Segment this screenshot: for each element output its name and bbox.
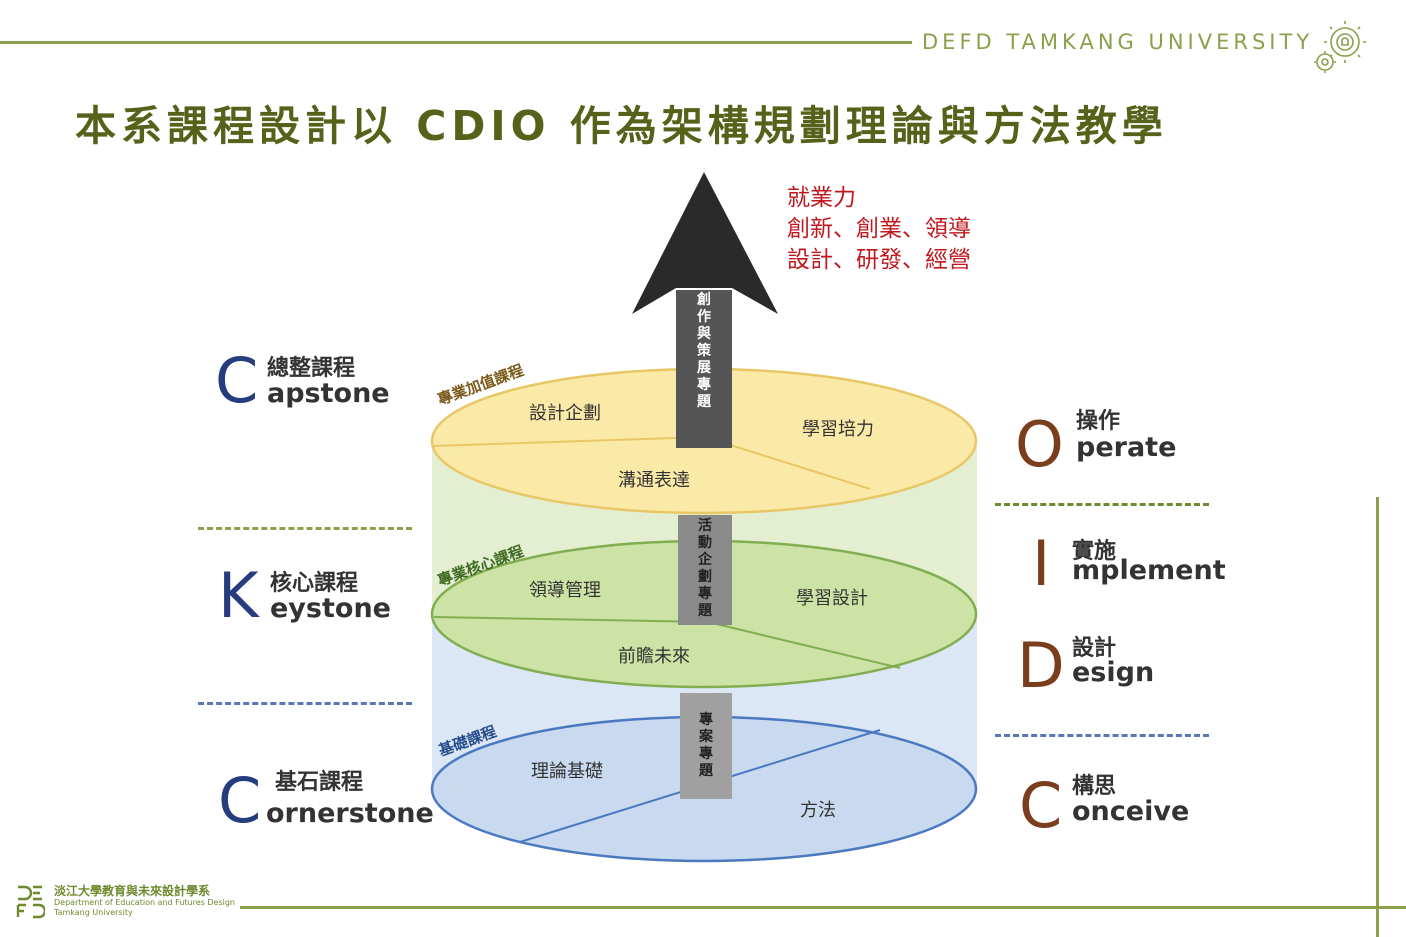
letter-c-cornerstone: C: [218, 764, 262, 837]
arrow-label-top: 創 作 與 策 展 專 題: [696, 291, 712, 410]
department-logo-icon: [16, 885, 45, 919]
segment-communication: 溝通表達: [618, 470, 690, 491]
letter-c-capstone: C: [215, 344, 259, 417]
design-zh: 設計: [1072, 636, 1117, 661]
layer-middle-divider-1: [433, 616, 709, 623]
conceive-zh: 構思: [1072, 774, 1117, 799]
page-title: 本系課程設計以 CDIO 作為架構規劃理論與方法教學: [75, 102, 1168, 150]
conceive-en: onceive: [1072, 796, 1190, 827]
arrow-char: 專: [699, 711, 713, 728]
segment-learning-empowerment: 學習培力: [802, 419, 874, 440]
arrow-label-middle: 活 動 企 劃 專 題: [697, 517, 713, 619]
operate-zh: 操作: [1076, 409, 1121, 434]
divider-right-1: [995, 503, 1209, 506]
arrow-char: 題: [698, 603, 713, 619]
keystone-en: eystone: [270, 593, 391, 624]
implement-en: mplement: [1072, 555, 1226, 586]
footer-rule: [240, 906, 1406, 909]
arrow-head: [632, 172, 778, 314]
arrow-char: 專: [699, 745, 713, 762]
department-name: 淡江大學教育與未來設計學系 Department of Education an…: [54, 884, 235, 918]
segment-learning-design: 學習設計: [796, 588, 868, 609]
university-name: Tamkang University: [54, 908, 133, 917]
outcomes-block: 就業力 創新、創業、領導 設計、研發、經營: [787, 183, 971, 276]
outcome-innovation: 創新、創業、領導: [787, 216, 971, 242]
divider-left-1: [198, 527, 412, 530]
arrow-char: 企: [697, 551, 713, 568]
arrow-char: 作: [697, 308, 711, 325]
letter-d-design: D: [1017, 629, 1065, 702]
arrow-segment-middle: [678, 515, 732, 625]
arrow-char: 展: [697, 360, 711, 376]
frame-right-rule: [1376, 497, 1379, 937]
layer-middle-divider-2: [707, 621, 901, 669]
divider-left-2: [198, 702, 412, 705]
implement-zh: 實施: [1072, 539, 1117, 564]
department-name-en: Department of Education and Futures Desi…: [54, 898, 235, 907]
arrow-char: 專: [697, 376, 711, 393]
segment-method: 方法: [800, 800, 836, 821]
design-en: esign: [1072, 657, 1155, 688]
arrow-char: 與: [697, 325, 711, 342]
capstone-en: apstone: [267, 378, 390, 409]
capstone-zh: 總整課程: [267, 356, 356, 381]
arrow-char: 策: [696, 342, 712, 359]
arrow-char: 創: [696, 291, 711, 308]
outcome-design: 設計、研發、經營: [787, 247, 971, 273]
arrow-char: 活: [698, 517, 712, 534]
arrow-char: 專: [698, 585, 712, 602]
arrow-shaft-top: [676, 290, 732, 448]
segment-leadership: 領導管理: [529, 580, 601, 601]
divider-right-2: [995, 734, 1209, 737]
arrow-char: 案: [698, 728, 714, 745]
letter-i-implement: I: [1032, 527, 1051, 600]
layer-top-divider-2: [704, 436, 871, 490]
header-rule: [0, 41, 912, 44]
arrow-segment-bottom: [680, 693, 732, 799]
segment-futures: 前瞻未來: [618, 646, 690, 667]
letter-c-conceive: C: [1019, 769, 1063, 842]
cornerstone-en: ornerstone: [266, 798, 434, 829]
outcome-employability: 就業力: [787, 185, 856, 211]
arrow-label-bottom: 專 案 專 題: [698, 711, 714, 779]
department-name-zh: 淡江大學教育與未來設計學系: [54, 884, 211, 898]
segment-design-planning: 設計企劃: [529, 403, 601, 424]
operate-en: perate: [1076, 432, 1177, 463]
arrow-char: 劃: [698, 568, 712, 585]
keystone-zh: 核心課程: [270, 571, 359, 596]
brand-name: DEFD TAMKANG UNIVERSITY: [922, 30, 1314, 54]
arrow-char: 動: [698, 534, 712, 551]
cornerstone-zh: 基石課程: [275, 770, 364, 795]
gear-lightbulb-icon: [1314, 21, 1366, 73]
layer-top-divider-1: [432, 436, 706, 447]
letter-o-operate: O: [1015, 408, 1064, 481]
arrow-char: 題: [697, 394, 712, 410]
letter-k-keystone: K: [218, 559, 259, 632]
segment-theory: 理論基礎: [531, 761, 603, 782]
arrow-char: 題: [699, 763, 714, 779]
